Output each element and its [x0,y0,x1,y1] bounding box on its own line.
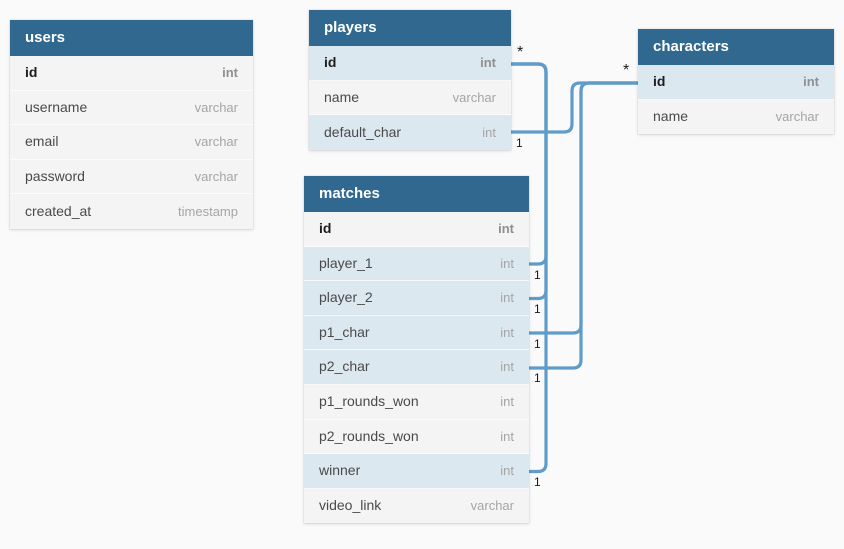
table-players[interactable]: players id int name varchar default_char… [309,10,511,150]
field-row-users-password[interactable]: password varchar [10,159,253,195]
table-characters[interactable]: characters id int name varchar [638,29,834,135]
field-type: int [222,65,238,80]
field-row-players-name[interactable]: name varchar [309,80,511,116]
field-type: varchar [194,168,238,184]
relationship-players-defaultchar-characters-id[interactable] [511,81,638,134]
field-row-characters-name[interactable]: name varchar [638,99,834,135]
field-row-matches-winner[interactable]: winner int [304,454,529,489]
field-type: varchar [775,109,819,125]
field-name: id [25,64,38,80]
relationship-players-id-matches-winner[interactable] [511,62,548,474]
table-users-header[interactable]: users [10,20,253,56]
field-name: id [324,54,337,70]
table-users[interactable]: users id int username varchar email varc… [10,20,253,229]
cardinality-many-characters-id: * [623,62,630,79]
cardinality-many-players-id: * [517,44,524,61]
field-type: int [498,221,514,236]
table-players-header[interactable]: players [309,10,511,46]
field-name: player_1 [319,254,373,271]
field-type: varchar [194,134,238,150]
field-name: video_link [319,497,382,514]
field-row-matches-video-link[interactable]: video_link varchar [304,488,529,524]
field-name: password [25,167,85,184]
field-row-matches-p1-rounds-won[interactable]: p1_rounds_won int [304,384,529,420]
field-row-users-created-at[interactable]: created_at timestamp [10,194,253,229]
field-type: varchar [452,89,496,105]
field-row-users-id[interactable]: id int [10,56,253,91]
field-name: name [653,108,689,125]
field-row-matches-player-2[interactable]: player_2 int [304,281,529,316]
field-type: timestamp [178,203,238,219]
field-row-players-default-char[interactable]: default_char int [309,115,511,150]
field-type: varchar [194,99,238,115]
field-name: default_char [324,123,402,140]
field-name: p2_char [319,358,370,375]
field-name: name [324,88,360,105]
relationship-matches-p2char-characters-id[interactable] [529,81,638,370]
field-row-matches-p2-char[interactable]: p2_char int [304,350,529,385]
field-row-users-email[interactable]: email varchar [10,125,253,160]
field-row-characters-id[interactable]: id int [638,65,834,100]
table-matches[interactable]: matches id int player_1 int player_2 int… [304,176,529,524]
field-row-matches-id[interactable]: id int [304,212,529,247]
cardinality-one-player-1: 1 [534,268,541,282]
field-name: p1_rounds_won [319,392,419,409]
field-row-users-username[interactable]: username varchar [10,90,253,126]
field-row-matches-p2-rounds-won[interactable]: p2_rounds_won int [304,419,529,455]
field-name: player_2 [319,289,373,306]
field-type: int [500,290,514,306]
field-type: int [500,463,514,479]
field-name: id [653,73,666,89]
field-type: int [500,255,514,271]
field-type: varchar [470,498,514,514]
field-type: int [500,359,514,375]
field-name: id [319,220,332,236]
field-name: p1_char [319,323,370,340]
table-matches-header[interactable]: matches [304,176,529,212]
cardinality-one-default-char: 1 [516,136,523,150]
field-type: int [500,428,514,444]
field-name: username [25,98,88,115]
cardinality-one-p2-char: 1 [534,371,541,385]
field-type: int [500,324,514,340]
field-type: int [482,124,496,140]
cardinality-one-p1-char: 1 [534,337,541,351]
field-type: int [803,74,819,89]
field-name: winner [319,462,361,479]
field-type: int [500,393,514,409]
field-name: created_at [25,202,92,219]
field-row-matches-player-1[interactable]: player_1 int [304,246,529,282]
cardinality-one-player-2: 1 [534,302,541,316]
field-type: int [480,55,496,70]
field-name: p2_rounds_won [319,427,419,444]
field-row-matches-p1-char[interactable]: p1_char int [304,315,529,351]
field-row-players-id[interactable]: id int [309,46,511,81]
field-name: email [25,133,59,150]
cardinality-one-winner: 1 [534,475,541,489]
table-characters-header[interactable]: characters [638,29,834,65]
